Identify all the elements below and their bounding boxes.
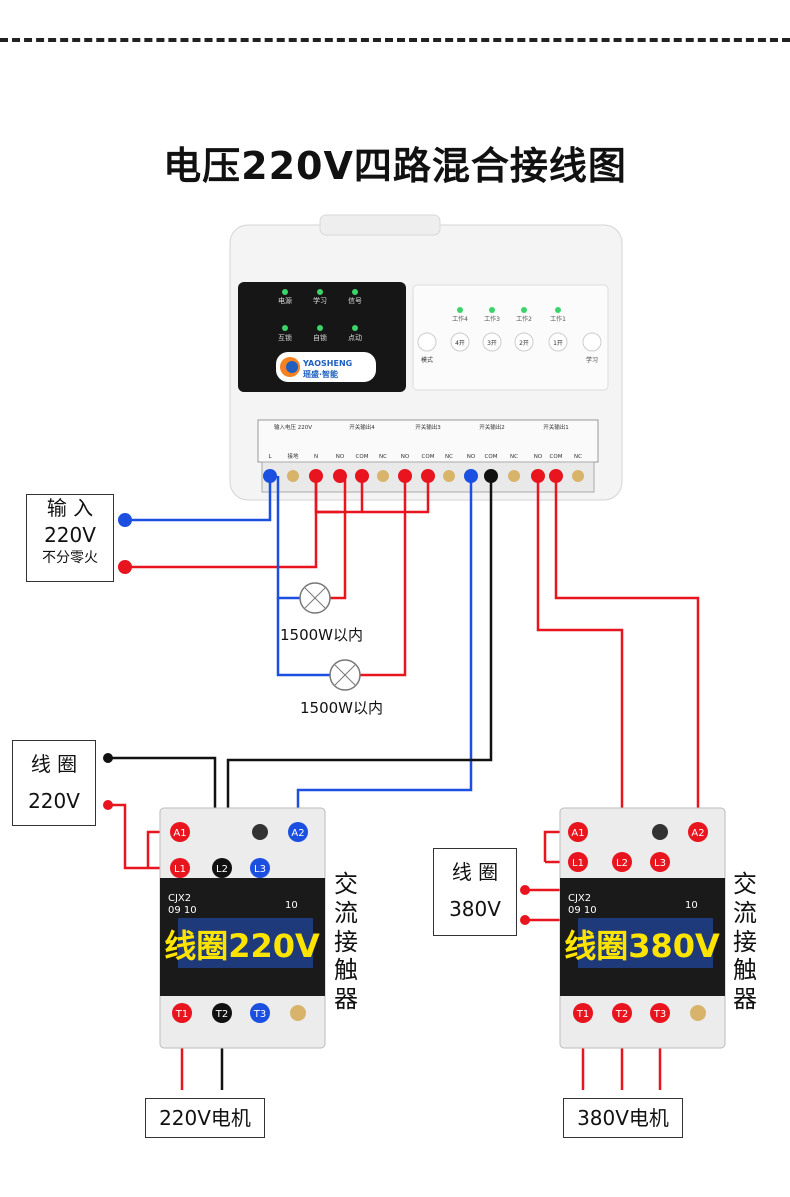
btn-4on: 4开 (455, 340, 465, 347)
term-l2-right: L2 (616, 858, 628, 869)
model-right: CJX2 (568, 893, 591, 904)
work-led-3: 工作3 (484, 315, 500, 323)
lamp-label-1: 1500W以内 (280, 626, 364, 644)
term-L: L (268, 454, 272, 460)
term-t1-right: T1 (576, 1009, 589, 1020)
ind-jog: 点动 (348, 333, 362, 342)
term-no-3: NO (401, 454, 410, 460)
ind-selflock: 自锁 (313, 333, 327, 342)
brand-cn: 瑶盛·智能 (303, 369, 338, 379)
button-panel (412, 284, 609, 391)
coil380-red-dot-1 (520, 885, 530, 895)
contactor-left (159, 807, 326, 1049)
term-no-2: NO (467, 454, 476, 460)
ind-learn: 学习 (313, 296, 327, 305)
terminal-dots (263, 469, 584, 483)
term-a1-left: A1 (173, 828, 186, 839)
btn-2on: 2开 (519, 340, 529, 347)
lamp-icon (299, 582, 331, 614)
term-t3-left: T3 (253, 1009, 266, 1020)
term-nc-2: NC (510, 454, 518, 460)
group-out3: 开关输出3 (415, 423, 441, 431)
contactor-right (559, 807, 726, 1049)
model-sub-left: 09 10 (168, 905, 197, 916)
ind-power: 电源 (278, 296, 292, 305)
num-right: 10 (685, 900, 698, 911)
term-no-1: NO (534, 454, 543, 460)
coil220-red-dot (103, 800, 113, 810)
group-out2: 开关输出2 (479, 423, 505, 431)
term-t2-left: T2 (215, 1009, 228, 1020)
input-red-dot (118, 560, 132, 574)
term-ground: 接地 (287, 452, 299, 460)
term-t1-left: T1 (175, 1009, 188, 1020)
term-com-1: COM (550, 454, 563, 460)
term-l3-right: L3 (654, 858, 666, 869)
work-led-2: 工作2 (516, 315, 532, 323)
coil380-label: 线 圈 (451, 860, 499, 884)
input-voltage-box: 输 入 220V 不分零火 (26, 494, 114, 582)
contactor-side-label-left: 交流接触器 (334, 870, 358, 1014)
lamp-label-2: 1500W以内 (300, 699, 384, 717)
model-sub-right: 09 10 (568, 905, 597, 916)
top-dashed-divider (0, 38, 790, 42)
term-nc-1: NC (574, 454, 582, 460)
term-t2-right: T2 (615, 1009, 628, 1020)
brand-name: YAOSHENG (302, 359, 352, 368)
terminals-right (568, 822, 708, 1023)
group-out1: 开关输出1 (543, 423, 569, 431)
coil-label-right: 线圈380V (564, 927, 720, 965)
controller-device (229, 214, 623, 501)
term-a2-right: A2 (691, 828, 704, 839)
num-left: 10 (285, 900, 298, 911)
term-nc-3: NC (445, 454, 453, 460)
model-left: CJX2 (168, 893, 191, 904)
coil220-label: 线 圈 (30, 752, 78, 776)
terminal-label-strip (257, 419, 599, 463)
coil380-voltage: 380V (449, 897, 501, 921)
btn-3on: 3开 (487, 340, 497, 347)
coil220-voltage: 220V (28, 789, 80, 813)
term-l1-right: L1 (572, 858, 584, 869)
input-label: 输 入 (46, 496, 94, 520)
term-no-4: NO (336, 454, 345, 460)
ind-interlock: 互锁 (278, 333, 292, 342)
ind-signal: 信号 (348, 296, 362, 305)
coil380-box: 线 圈 380V (433, 848, 517, 936)
work-led-1: 工作1 (550, 315, 566, 323)
btn-1on: 1开 (553, 340, 563, 347)
motor-220-box: 220V电机 (145, 1098, 265, 1138)
btn-mode: 模式 (421, 356, 433, 364)
work-led-4: 工作4 (452, 315, 468, 323)
lamp-icon (329, 659, 361, 691)
term-com-3: COM (422, 454, 435, 460)
page-title: 电压220V四路混合接线图 (163, 144, 627, 188)
coil380-red-dot-2 (520, 915, 530, 925)
coil220-box: 线 圈 220V (12, 740, 96, 826)
term-l3-left: L3 (254, 864, 266, 875)
coil-label-left: 线圈220V (164, 927, 320, 965)
term-nc-4: NC (379, 454, 387, 460)
input-voltage: 220V (44, 523, 96, 547)
coil220-black-dot (103, 753, 113, 763)
brand-logo (276, 352, 376, 382)
group-out4: 开关输出4 (349, 423, 375, 431)
term-l2-left: L2 (216, 864, 228, 875)
term-com-2: COM (485, 454, 498, 460)
input-note: 不分零火 (42, 550, 98, 566)
term-com-4: COM (356, 454, 369, 460)
term-a2-left: A2 (291, 828, 304, 839)
group-input: 输入电压 220V (274, 423, 312, 431)
term-a1-right: A1 (571, 828, 584, 839)
contactor-side-label-right: 交流接触器 (733, 870, 757, 1014)
btn-learn: 学习 (586, 356, 598, 364)
term-t3-right: T3 (653, 1009, 666, 1020)
term-l1-left: L1 (174, 864, 186, 875)
input-blue-dot (118, 513, 132, 527)
motor-380-box: 380V电机 (563, 1098, 683, 1138)
term-N: N (314, 454, 318, 460)
terminals-left (170, 822, 308, 1023)
